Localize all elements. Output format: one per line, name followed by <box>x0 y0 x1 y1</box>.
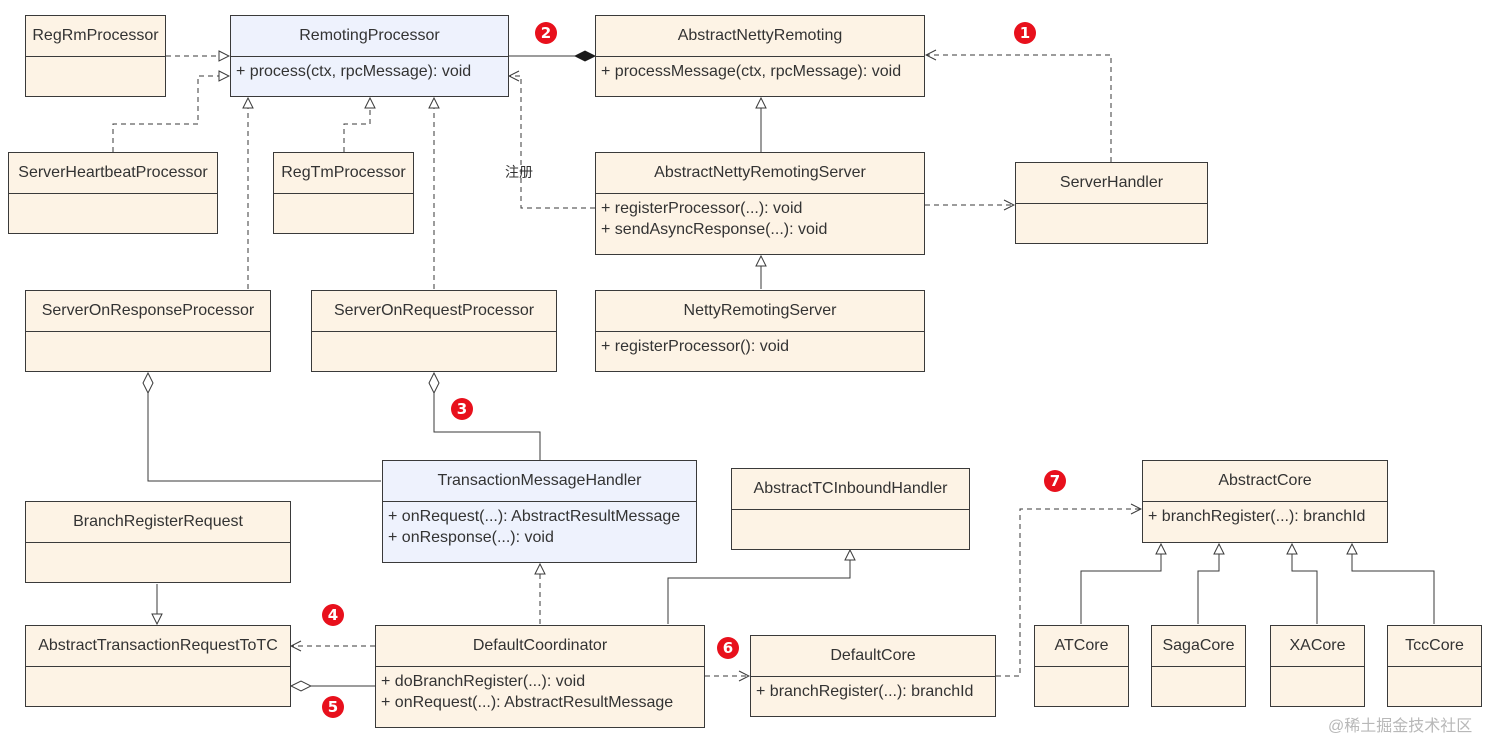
class-serveronrequestprocessor: ServerOnRequestProcessor <box>311 290 557 372</box>
class-name: RegTmProcessor <box>274 153 413 194</box>
class-name: TransactionMessageHandler <box>383 461 696 502</box>
class-members <box>274 194 413 198</box>
class-name: DefaultCoordinator <box>376 626 704 667</box>
member: + registerProcessor(...): void <box>601 200 803 217</box>
class-members: + registerProcessor(): void <box>596 332 924 357</box>
step-badge-2: 2 <box>535 22 557 44</box>
step-badge-1: 1 <box>1014 22 1036 44</box>
class-members <box>1271 667 1364 671</box>
member: + registerProcessor(): void <box>601 338 790 355</box>
member: + onRequest(...): AbstractResultMessage <box>381 694 674 711</box>
class-abstractnettyremotingserver: AbstractNettyRemotingServer + registerPr… <box>595 152 925 255</box>
class-name: AbstractTCInboundHandler <box>732 469 969 510</box>
class-nettyremotingserver: NettyRemotingServer + registerProcessor(… <box>595 290 925 372</box>
class-name: DefaultCore <box>751 636 995 677</box>
class-name: AbstractNettyRemoting <box>596 16 924 57</box>
generalization-sagacore <box>1197 544 1219 624</box>
watermark: @稀土掘金技术社区 <box>1328 718 1473 735</box>
generalization-tcccore <box>1352 544 1435 624</box>
class-serveronresponseprocessor: ServerOnResponseProcessor <box>25 290 271 372</box>
class-tcccore: TccCore <box>1387 625 1482 707</box>
class-name: AbstractNettyRemotingServer <box>596 153 924 194</box>
class-regtmprocessor: RegTmProcessor <box>273 152 414 234</box>
class-members <box>1035 667 1128 671</box>
class-members: + registerProcessor(...): void + sendAsy… <box>596 194 924 240</box>
class-members: + doBranchRegister(...): void + onReques… <box>376 667 704 713</box>
step-badge-6: 6 <box>717 637 739 659</box>
step-badge-7: 7 <box>1044 470 1066 492</box>
class-regrmprocessor: RegRmProcessor <box>25 15 166 97</box>
class-name: NettyRemotingServer <box>596 291 924 332</box>
class-serverheartbeatprocessor: ServerHeartbeatProcessor <box>8 152 218 234</box>
class-atcore: ATCore <box>1034 625 1129 707</box>
class-xacore: XACore <box>1270 625 1365 707</box>
class-members <box>26 543 290 547</box>
member: + process(ctx, rpcMessage): void <box>236 63 472 80</box>
aggregation-onrequest-handler <box>434 373 541 460</box>
class-serverhandler: ServerHandler <box>1015 162 1208 244</box>
class-name: ServerHeartbeatProcessor <box>9 153 217 194</box>
class-name: ATCore <box>1035 626 1128 667</box>
class-name: RegRmProcessor <box>26 16 165 57</box>
class-name: SagaCore <box>1152 626 1245 667</box>
class-members <box>732 510 969 514</box>
class-name: BranchRegisterRequest <box>26 502 290 543</box>
class-members <box>312 332 556 336</box>
dependency-core-to-abstractcore <box>996 509 1141 677</box>
class-members: + process(ctx, rpcMessage): void <box>231 57 508 82</box>
class-members <box>26 57 165 61</box>
class-members: + processMessage(ctx, rpcMessage): void <box>596 57 924 82</box>
generalization-atcore <box>1080 544 1161 624</box>
class-name: AbstractCore <box>1143 461 1387 502</box>
class-sagacore: SagaCore <box>1151 625 1246 707</box>
member: + processMessage(ctx, rpcMessage): void <box>601 63 902 80</box>
class-name: ServerHandler <box>1016 163 1207 204</box>
member: + sendAsyncResponse(...): void <box>601 221 828 238</box>
class-name: TccCore <box>1388 626 1481 667</box>
class-abstractnettyremoting: AbstractNettyRemoting + processMessage(c… <box>595 15 925 97</box>
member: + branchRegister(...): branchId <box>1148 508 1366 525</box>
class-members: + branchRegister(...): branchId <box>1143 502 1387 527</box>
realization-heartbeat-to-remoting <box>112 76 229 152</box>
class-abstractcore: AbstractCore + branchRegister(...): bran… <box>1142 460 1388 543</box>
register-label: 注册 <box>505 164 533 180</box>
class-defaultcore: DefaultCore + branchRegister(...): branc… <box>750 635 996 717</box>
dependency-handler-to-remoting <box>926 55 1112 162</box>
step-badge-3: 3 <box>451 398 473 420</box>
step-badge-5: 5 <box>322 696 344 718</box>
class-members <box>26 332 270 336</box>
dependency-register <box>509 76 595 209</box>
member: + branchRegister(...): branchId <box>756 683 974 700</box>
class-members <box>1152 667 1245 671</box>
class-name: AbstractTransactionRequestToTC <box>26 626 290 667</box>
class-abstracttransactionrequesttotc: AbstractTransactionRequestToTC <box>25 625 291 707</box>
class-members <box>1016 204 1207 208</box>
member: + doBranchRegister(...): void <box>381 673 586 690</box>
generalization-xacore <box>1292 544 1318 624</box>
class-name: XACore <box>1271 626 1364 667</box>
class-members <box>1388 667 1481 671</box>
class-transactionmessagehandler: TransactionMessageHandler + onRequest(..… <box>382 460 697 563</box>
class-members <box>26 667 290 671</box>
realization-regtm-to-remoting <box>343 98 370 152</box>
class-defaultcoordinator: DefaultCoordinator + doBranchRegister(..… <box>375 625 705 728</box>
class-abstracttcinboundhandler: AbstractTCInboundHandler <box>731 468 970 550</box>
class-members <box>9 194 217 198</box>
class-members: + branchRegister(...): branchId <box>751 677 995 702</box>
member: + onResponse(...): void <box>388 529 554 546</box>
class-members: + onRequest(...): AbstractResultMessage … <box>383 502 696 548</box>
class-name: RemotingProcessor <box>231 16 508 57</box>
class-branchregisterrequest: BranchRegisterRequest <box>25 501 291 583</box>
generalization-coordinator-to-inbound <box>667 550 850 624</box>
class-name: ServerOnRequestProcessor <box>312 291 556 332</box>
class-remotingprocessor: RemotingProcessor + process(ctx, rpcMess… <box>230 15 509 97</box>
member: + onRequest(...): AbstractResultMessage <box>388 508 681 525</box>
class-name: ServerOnResponseProcessor <box>26 291 270 332</box>
step-badge-4: 4 <box>322 604 344 626</box>
aggregation-onresponse-handler <box>148 373 381 482</box>
